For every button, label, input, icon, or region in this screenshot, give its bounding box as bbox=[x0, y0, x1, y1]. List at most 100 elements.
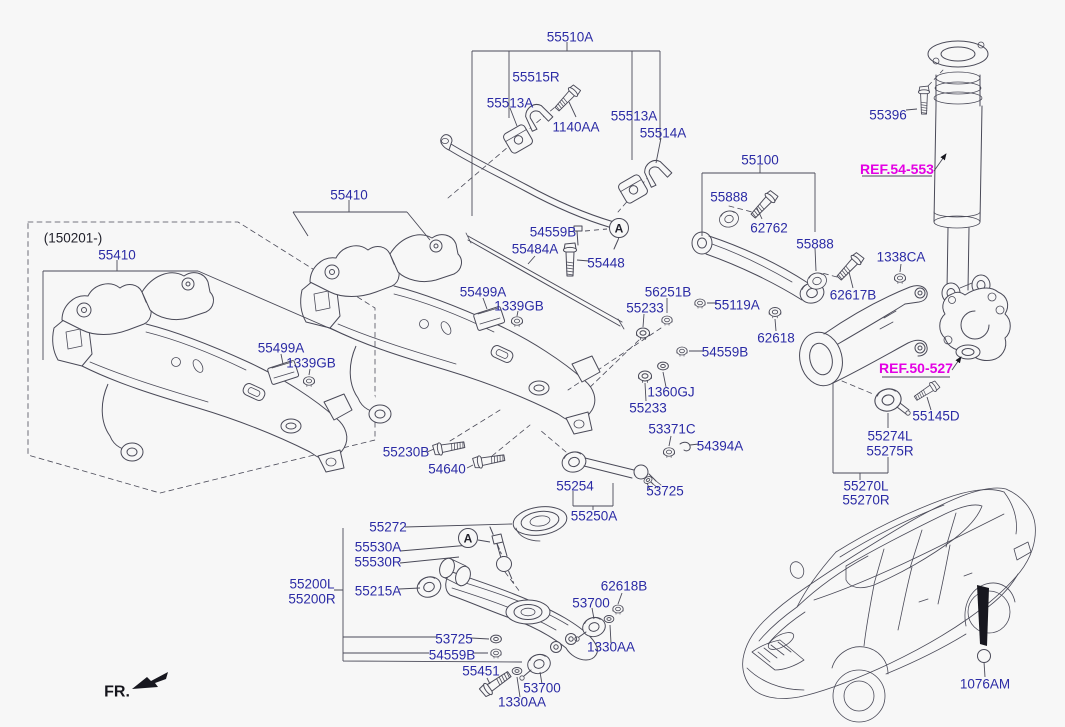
part-label-54559B-top: 54559B bbox=[530, 225, 577, 240]
bolt-54640 bbox=[471, 451, 506, 470]
construction-lines bbox=[27, 69, 944, 593]
part-label-55513A-right: 55513A bbox=[611, 109, 658, 124]
variant-note: (150201-) bbox=[44, 231, 103, 246]
part-label-1338CA: 1338CA bbox=[877, 250, 926, 265]
part-label-55499A-center: 55499A bbox=[460, 285, 507, 300]
part-label-55270R: 55270R bbox=[842, 493, 890, 508]
part-label-55514A: 55514A bbox=[640, 126, 687, 141]
bracket-55499A-left bbox=[267, 360, 300, 385]
bushing-55215A bbox=[413, 572, 445, 602]
part-label-54640: 54640 bbox=[428, 462, 466, 477]
leader-lines bbox=[42, 42, 986, 698]
part-label-55215A: 55215A bbox=[355, 584, 402, 599]
marker-a-2: A bbox=[464, 532, 473, 546]
part-label-62762: 62762 bbox=[750, 221, 788, 236]
fr-arrow-icon bbox=[132, 672, 168, 689]
part-label-54559B-bottom: 54559B bbox=[429, 648, 476, 663]
center-fasteners bbox=[636, 298, 782, 458]
part-label-55888-lower: 55888 bbox=[796, 237, 834, 252]
part-label-55250A: 55250A bbox=[571, 509, 618, 524]
marker-a-1: A bbox=[615, 222, 624, 236]
part-label-1360GJ: 1360GJ bbox=[647, 385, 694, 400]
part-label-55200R: 55200R bbox=[288, 592, 336, 607]
part-label-55499A-left: 55499A bbox=[258, 341, 305, 356]
part-label-1140AA: 1140AA bbox=[552, 120, 599, 135]
part-label-54394A: 54394A bbox=[697, 439, 744, 454]
bushing-53700-rear bbox=[525, 651, 553, 677]
part-label-55530A: 55530A bbox=[355, 540, 402, 555]
part-label-55396: 55396 bbox=[869, 108, 907, 123]
part-label-53725-right: 53725 bbox=[646, 484, 684, 499]
part-label-56251B: 56251B bbox=[645, 285, 692, 300]
cotter-pin-54394A bbox=[679, 441, 691, 452]
fr-direction: FR. bbox=[104, 672, 168, 701]
bolt-62617B bbox=[834, 250, 866, 283]
part-label-55145D: 55145D bbox=[912, 409, 960, 424]
part-label-55484A: 55484A bbox=[512, 242, 559, 257]
part-label-53371C: 53371C bbox=[648, 422, 696, 437]
bolt-55448 bbox=[562, 242, 578, 277]
part-label-55254: 55254 bbox=[556, 479, 594, 494]
part-label-55888-upper: 55888 bbox=[710, 190, 748, 205]
part-label-55515R: 55515R bbox=[512, 70, 560, 85]
circle-a-icon bbox=[609, 218, 629, 238]
assist-link bbox=[559, 448, 662, 489]
part-label-62618B: 62618B bbox=[601, 579, 648, 594]
bolt-55230B bbox=[431, 438, 466, 457]
part-label-55448: 55448 bbox=[587, 256, 625, 271]
part-label-53700-bottom: 53700 bbox=[523, 681, 561, 696]
bolt-62762 bbox=[748, 188, 780, 221]
part-label-55275R: 55275R bbox=[866, 444, 914, 459]
ref-annotations bbox=[862, 153, 962, 378]
part-label-62617B: 62617B bbox=[830, 288, 877, 303]
marker-a-circles: A A bbox=[458, 218, 629, 548]
bushing-55274 bbox=[871, 385, 905, 415]
ref-label-54-553: REF.54-553 bbox=[860, 161, 934, 177]
part-label-53725-left: 53725 bbox=[435, 632, 473, 647]
part-label-1076AM: 1076AM bbox=[960, 677, 1010, 692]
part-label-53700-right: 53700 bbox=[572, 596, 610, 611]
part-label-55530R: 55530R bbox=[354, 555, 402, 570]
crossmember-center bbox=[300, 234, 601, 470]
fr-label: FR. bbox=[104, 684, 130, 701]
part-labels: 55510A 55515R 55513A 1140AA 55513A 55514… bbox=[44, 30, 1010, 710]
part-label-62618: 62618 bbox=[757, 331, 795, 346]
bracket-55499A-center bbox=[473, 306, 506, 331]
part-label-55513A-left: 55513A bbox=[487, 96, 534, 111]
assist-arm bbox=[691, 188, 906, 307]
part-label-55230B: 55230B bbox=[383, 445, 430, 460]
ball-stud-55530 bbox=[489, 526, 515, 585]
bolt-1140AA bbox=[552, 82, 583, 114]
mud-guard-wedge bbox=[977, 585, 989, 646]
spring-seat bbox=[512, 506, 568, 542]
rear-knuckle bbox=[939, 287, 1011, 361]
part-label-55233-upper: 55233 bbox=[626, 301, 664, 316]
part-label-1339GB-center: 1339GB bbox=[494, 299, 544, 314]
part-label-1330AA-right: 1330AA bbox=[587, 640, 635, 655]
circle-a-icon bbox=[458, 528, 478, 548]
part-label-55272: 55272 bbox=[369, 520, 407, 535]
torsion-rod bbox=[465, 232, 625, 330]
part-label-55233-lower: 55233 bbox=[629, 401, 667, 416]
variant-dashed-box bbox=[27, 221, 376, 494]
part-label-55451: 55451 bbox=[462, 664, 500, 679]
part-label-55410-center: 55410 bbox=[330, 188, 368, 203]
part-label-55270L: 55270L bbox=[843, 479, 889, 494]
car-illustration bbox=[742, 487, 1036, 723]
bolt-55145D bbox=[912, 379, 941, 404]
ref-label-50-527: REF.50-527 bbox=[879, 360, 953, 376]
part-label-54559B-mid: 54559B bbox=[702, 345, 749, 360]
crossmember-left bbox=[52, 272, 353, 473]
part-label-55100: 55100 bbox=[741, 153, 779, 168]
lower-arm bbox=[413, 557, 624, 699]
part-label-1339GB-left: 1339GB bbox=[286, 356, 336, 371]
trailing-arm bbox=[799, 285, 941, 416]
part-label-1330AA-bottom: 1330AA bbox=[498, 695, 546, 710]
part-label-55200L: 55200L bbox=[289, 577, 335, 592]
part-label-55119A: 55119A bbox=[714, 298, 760, 313]
stabilizer-bar bbox=[440, 82, 673, 250]
bolt-55396 bbox=[917, 85, 931, 115]
part-label-55274L: 55274L bbox=[867, 429, 913, 444]
